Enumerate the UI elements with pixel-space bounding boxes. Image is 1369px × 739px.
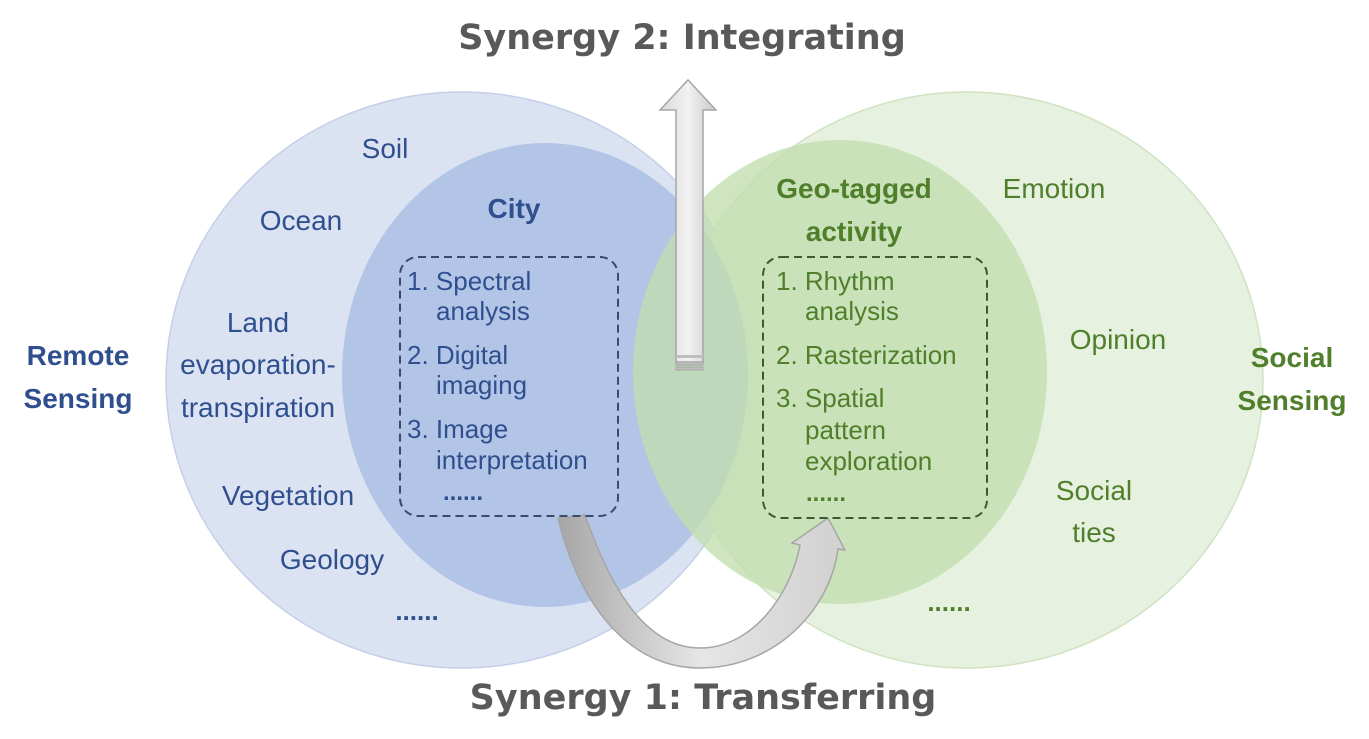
topic-emotion: Emotion [1003,173,1106,204]
social-method-2: 2. Rasterization [776,340,957,370]
topic-land-line1: Land [227,307,289,338]
remote-method-1-line2: analysis [436,296,530,326]
social-method-1-line2: analysis [805,296,899,326]
topic-land-line3: transpiration [181,392,335,423]
topic-social-ties-line2: ties [1072,517,1116,548]
remote-methods-box [399,256,619,517]
remote-topics-ellipsis: ...... [395,596,438,626]
social-method-3-line2: pattern [805,415,886,445]
transferring-arrow [557,514,847,669]
remote-method-1-line1: 1. Spectral [407,266,531,296]
remote-method-2-line1: 2. Digital [407,340,508,370]
social-method-3-line3: exploration [805,446,932,476]
topic-vegetation: Vegetation [222,480,354,511]
city-inner-circle [342,143,748,607]
remote-methods-ellipsis: ...... [443,479,483,506]
topic-ocean: Ocean [260,205,343,236]
social-method-1-line1: 1. Rhythm [776,266,895,296]
remote-method-2-line2: imaging [436,370,527,400]
synergy-2-title: Synergy 2: Integrating [458,18,906,58]
social-methods-ellipsis: ...... [806,480,846,507]
integrating-arrow [658,78,718,371]
social-method-3-line1: 3. Spatial [776,383,884,413]
remote-method-3-line1: 3. Image [407,414,508,444]
topic-soil: Soil [362,133,409,164]
remote-sensing-label-line1: Remote [27,340,130,371]
social-methods-box [762,256,988,519]
city-label: City [488,193,541,224]
social-sensing-label-line2: Sensing [1238,385,1347,416]
topic-social-ties-line1: Social [1056,475,1132,506]
remote-method-3-line2: interpretation [436,445,588,475]
geo-tagged-label-line2: activity [806,216,903,247]
topic-land-line2: evaporation- [180,349,336,380]
synergy-1-title: Synergy 1: Transferring [470,678,937,718]
topic-opinion: Opinion [1070,324,1167,355]
remote-sensing-label-line2: Sensing [24,383,133,414]
topic-geology: Geology [280,544,384,575]
social-topics-ellipsis: ...... [927,587,970,617]
social-sensing-label-line1: Social [1251,342,1333,373]
geo-tagged-label-line1: Geo-tagged [776,173,932,204]
